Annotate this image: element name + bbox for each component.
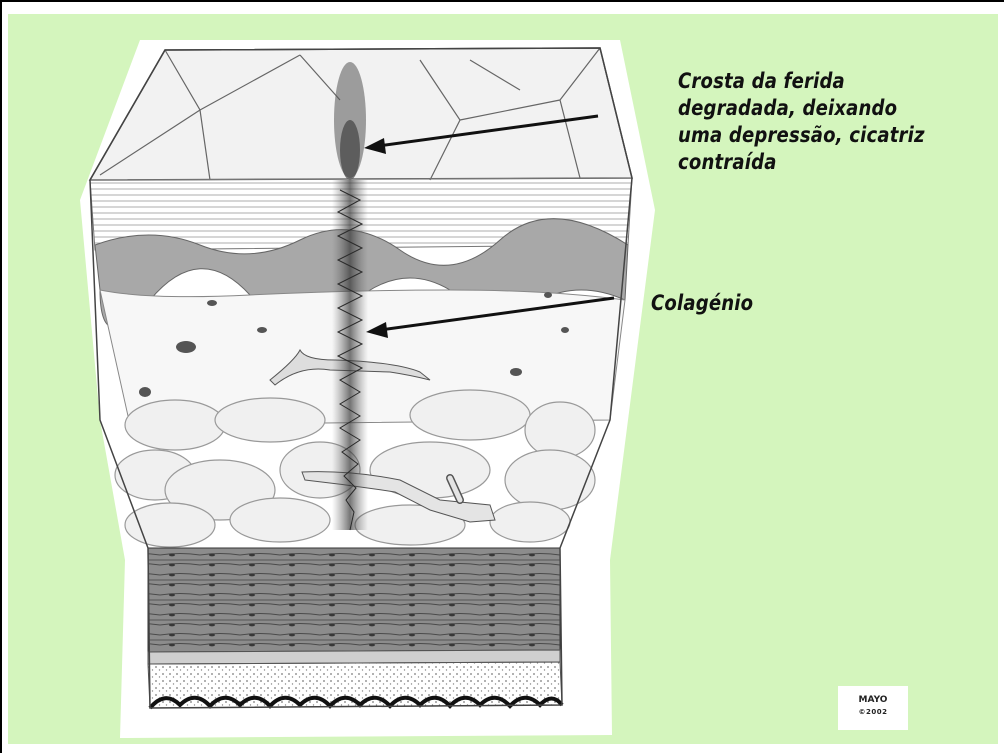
mayo-logo: MAYO ©2002 — [838, 686, 908, 730]
label-collagen: Colagénio — [651, 290, 753, 317]
label-scab-line: uma depressão, cicatriz — [678, 122, 962, 149]
mayo-logo-name: MAYO — [838, 694, 908, 706]
label-scab-line: contraída — [678, 149, 962, 176]
label-scab-line: Crosta da ferida — [678, 68, 962, 95]
label-scab: Crosta da ferida degradada, deixando uma… — [678, 68, 962, 176]
collagen-scar-column — [332, 180, 368, 530]
label-scab-line: degradada, deixando — [678, 95, 962, 122]
mayo-logo-copyright: ©2002 — [838, 706, 908, 718]
